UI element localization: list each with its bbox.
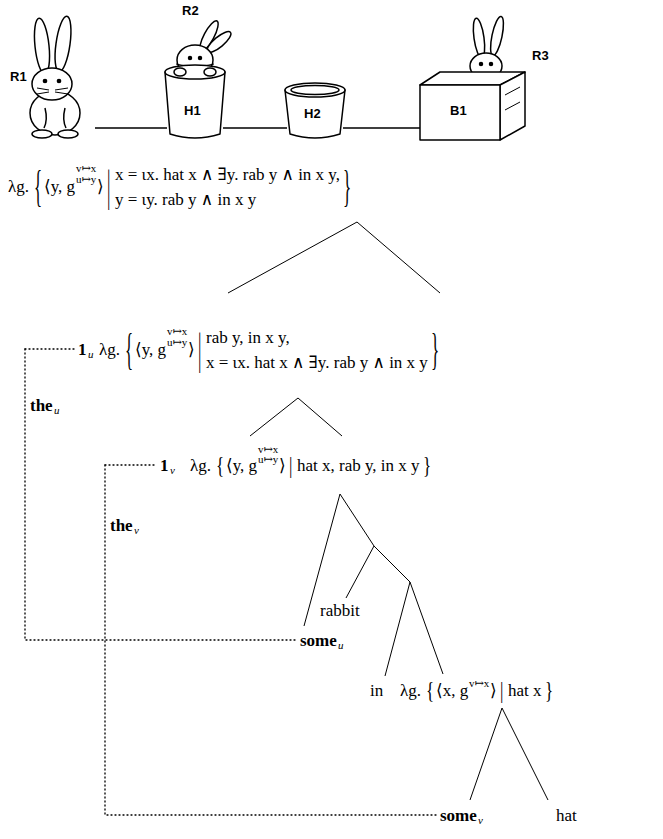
subscript: u	[88, 349, 94, 360]
lambda-prefix: λg.	[400, 682, 421, 699]
set-bar: |	[198, 327, 201, 371]
rabbit-label: R2	[182, 4, 199, 17]
hat-label: H2	[304, 107, 321, 120]
condition: hat x	[508, 682, 542, 699]
formula-part: ⟩	[490, 682, 497, 699]
lambda-prefix: λg.	[8, 178, 29, 195]
set-brace: }	[343, 164, 351, 208]
set-brace: }	[545, 679, 553, 701]
binder-label: the	[110, 517, 133, 534]
formula-part: ⟨y, g	[135, 341, 166, 358]
hat-label: H1	[184, 104, 201, 117]
tree-leaf: hat	[556, 807, 577, 824]
subscript: v	[170, 465, 175, 476]
set-brace: {	[125, 327, 133, 371]
tree-leaf: in	[370, 682, 383, 699]
subscript: v	[478, 815, 483, 826]
set-brace: }	[423, 454, 431, 476]
formula-part: ⟨y, g	[44, 178, 75, 195]
condition: x = ιx. hat x ∧ ∃y. rab y ∧ in x y	[206, 354, 428, 371]
binder-label: the	[30, 397, 53, 414]
superscript: u↦y	[167, 337, 187, 348]
superscript: v↦x	[469, 678, 489, 689]
superscript: u↦y	[76, 174, 96, 185]
lambda-prefix: λg.	[99, 341, 120, 358]
condition: rab y, in x y,	[206, 329, 290, 346]
determiner: some	[440, 807, 477, 824]
set-bar: |	[107, 164, 110, 208]
subscript: u	[338, 640, 344, 651]
formula-part: ⟩	[188, 341, 195, 358]
subscript: v	[134, 525, 139, 536]
subscript: u	[54, 405, 60, 416]
rabbit-label: R1	[10, 70, 27, 83]
rabbit-label: R3	[532, 49, 549, 62]
set-brace: {	[34, 164, 42, 208]
superscript: u↦y	[258, 454, 278, 465]
identity-operator: 1	[78, 341, 87, 358]
set-brace: }	[431, 327, 439, 371]
set-brace: {	[426, 679, 434, 701]
set-bar: |	[289, 454, 292, 476]
formula-part: ⟩	[279, 457, 286, 474]
determiner: some	[300, 632, 337, 649]
superscript: v↦x	[167, 326, 187, 337]
condition: x = ιx. hat x ∧ ∃y. rab y ∧ in x y,	[115, 166, 340, 183]
identity-operator: 1	[160, 457, 169, 474]
condition: hat x, rab y, in x y	[297, 457, 420, 474]
set-brace: {	[216, 454, 224, 476]
superscript: v↦x	[76, 163, 96, 174]
box-label: B1	[450, 104, 467, 117]
lambda-prefix: λg.	[190, 457, 211, 474]
tree-leaf: rabbit	[320, 602, 360, 619]
set-bar: |	[500, 679, 503, 701]
formula-part: ⟨x, g	[436, 682, 468, 699]
condition: y = ιy. rab y ∧ in x y	[115, 191, 256, 208]
formula-part: ⟨y, g	[226, 457, 257, 474]
formula-part: ⟩	[97, 178, 104, 195]
